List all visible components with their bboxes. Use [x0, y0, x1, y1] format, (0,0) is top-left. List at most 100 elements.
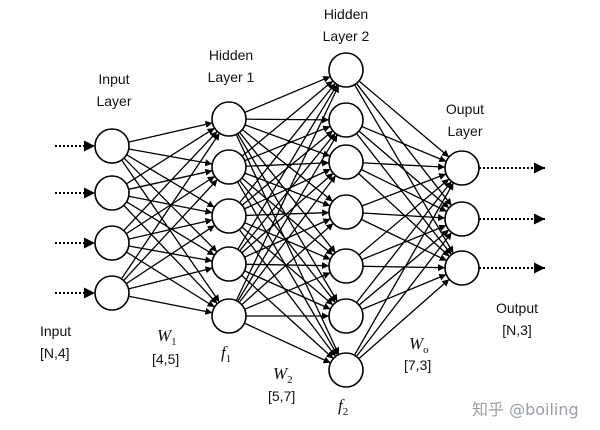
weight-wo-symbol: Wo: [409, 334, 429, 356]
node-layer1-2: [211, 198, 247, 234]
edge-l1-1-to-0: [241, 80, 334, 157]
edge-l2-1-to-1: [358, 130, 450, 209]
activation-f1: f1: [221, 343, 232, 365]
edge-l2-5-to-0: [355, 180, 453, 304]
node-layer1-3: [211, 246, 247, 282]
connection-edges: [120, 75, 455, 364]
node-layer2-4: [328, 248, 364, 284]
edge-l0-0-to-0: [128, 120, 213, 143]
edge-l0-1-to-0: [126, 127, 215, 185]
edge-l2-3-to-0: [361, 173, 447, 207]
edge-l1-0-to-2: [244, 124, 331, 158]
edge-l1-4-to-1: [237, 134, 338, 302]
weight-wo-shape: [7,3]: [404, 357, 432, 373]
edge-l1-0-to-1: [245, 116, 330, 124]
io-arrows: [55, 140, 545, 299]
input-layer-label: Input Layer: [84, 68, 144, 112]
node-layer2-2: [328, 144, 364, 180]
output-layer-label-line1: Ouput: [445, 101, 485, 117]
hidden-layer-2-label: Hidden Layer 2: [311, 3, 381, 47]
edge-l2-3-to-2: [361, 218, 447, 262]
edge-l2-6-to-1: [355, 232, 453, 357]
hidden-layer-1-label-line2: Layer 1: [207, 69, 255, 85]
edge-l0-2-to-3: [128, 245, 213, 264]
edge-l0-0-to-4: [121, 159, 220, 303]
edge-l1-1-to-4: [241, 177, 334, 256]
edge-l0-2-to-0: [123, 130, 218, 232]
edge-l1-4-to-3: [241, 222, 334, 306]
node-layer3-1: [444, 201, 480, 237]
output-shape-label: Output [N,3]: [482, 297, 552, 341]
neuron-nodes: [94, 52, 480, 388]
edge-l2-6-to-0: [353, 182, 455, 356]
edge-l1-4-to-6: [244, 322, 331, 364]
edge-l0-3-to-2: [125, 224, 216, 285]
edge-l1-4-to-4: [244, 272, 331, 310]
edge-l1-0-to-6: [235, 134, 340, 355]
edge-l0-3-to-1: [123, 179, 218, 281]
input-layer-label-line1: Input: [98, 71, 130, 87]
output-shape-line1: Output: [495, 300, 539, 316]
edge-l1-1-to-2: [245, 159, 330, 167]
hidden-layer-2-label-line2: Layer 2: [322, 28, 370, 44]
hidden-layer-1-label-line1: Hidden: [208, 47, 254, 63]
node-layer3-0: [444, 150, 480, 186]
edge-l0-3-to-4: [128, 295, 213, 315]
node-layer2-0: [328, 52, 364, 88]
edge-l2-6-to-2: [358, 278, 450, 360]
edge-l1-4-to-0: [235, 85, 340, 301]
node-layer0-2: [94, 225, 130, 261]
edge-l2-5-to-2: [361, 273, 447, 311]
weight-w1-shape: [4,5]: [152, 351, 180, 367]
node-layer2-3: [328, 194, 364, 230]
edge-l2-3-to-1: [362, 212, 446, 222]
edge-l1-2-to-0: [239, 82, 336, 204]
edge-l2-1-to-2: [355, 132, 453, 256]
node-layer0-3: [94, 275, 130, 311]
edge-l1-1-to-6: [236, 181, 339, 356]
edge-l1-2-to-3: [245, 209, 330, 217]
edge-l2-1-to-0: [361, 125, 447, 163]
node-layer1-0: [211, 101, 247, 137]
node-layer2-1: [328, 102, 364, 138]
edge-l1-2-to-2: [244, 168, 331, 210]
output-shape-line2: [N,3]: [502, 322, 532, 338]
edge-l0-3-to-3: [128, 266, 213, 290]
node-layer2-6: [328, 352, 364, 388]
edge-l0-1-to-3: [126, 201, 215, 256]
edge-l1-3-to-0: [237, 84, 338, 250]
input-shape-line2: [N,4]: [40, 345, 70, 361]
hidden-layer-2-label-line1: Hidden: [323, 6, 369, 22]
edge-l1-2-to-4: [244, 222, 331, 260]
activation-f2: f2: [338, 396, 349, 418]
edge-l1-3-to-2: [241, 172, 334, 254]
weight-w2-shape: [5,7]: [268, 388, 296, 404]
node-layer0-0: [94, 128, 130, 164]
edge-l1-2-to-6: [238, 229, 337, 357]
input-layer-label-line2: Layer: [96, 93, 132, 109]
edge-l2-4-to-0: [358, 178, 450, 256]
input-shape-line1: Input: [40, 323, 72, 339]
edge-l0-1-to-1: [128, 168, 213, 190]
node-layer1-4: [211, 298, 247, 334]
weight-w2-symbol: W2: [273, 364, 293, 386]
watermark: 知乎 @boiling: [472, 400, 579, 419]
node-layer0-1: [94, 175, 130, 211]
edge-l1-4-to-2: [238, 175, 337, 303]
weight-w1-symbol: W1: [157, 326, 177, 348]
output-layer-label: Ouput Layer: [430, 98, 500, 142]
edge-l1-0-to-3: [241, 129, 334, 202]
node-layer2-5: [328, 298, 364, 334]
edge-l0-3-to-0: [120, 132, 221, 280]
edge-l2-0-to-0: [358, 80, 450, 158]
edge-l1-3-to-6: [241, 274, 334, 360]
hidden-layer-1-label: Hidden Layer 1: [196, 44, 266, 88]
edge-l2-2-to-0: [362, 162, 446, 171]
input-shape-label: Input [N,4]: [40, 320, 100, 364]
output-layer-label-line2: Layer: [447, 123, 483, 139]
node-layer3-2: [444, 250, 480, 286]
node-layer1-1: [211, 149, 247, 185]
edge-l2-5-to-1: [358, 229, 450, 306]
edge-l1-0-to-0: [244, 75, 331, 114]
